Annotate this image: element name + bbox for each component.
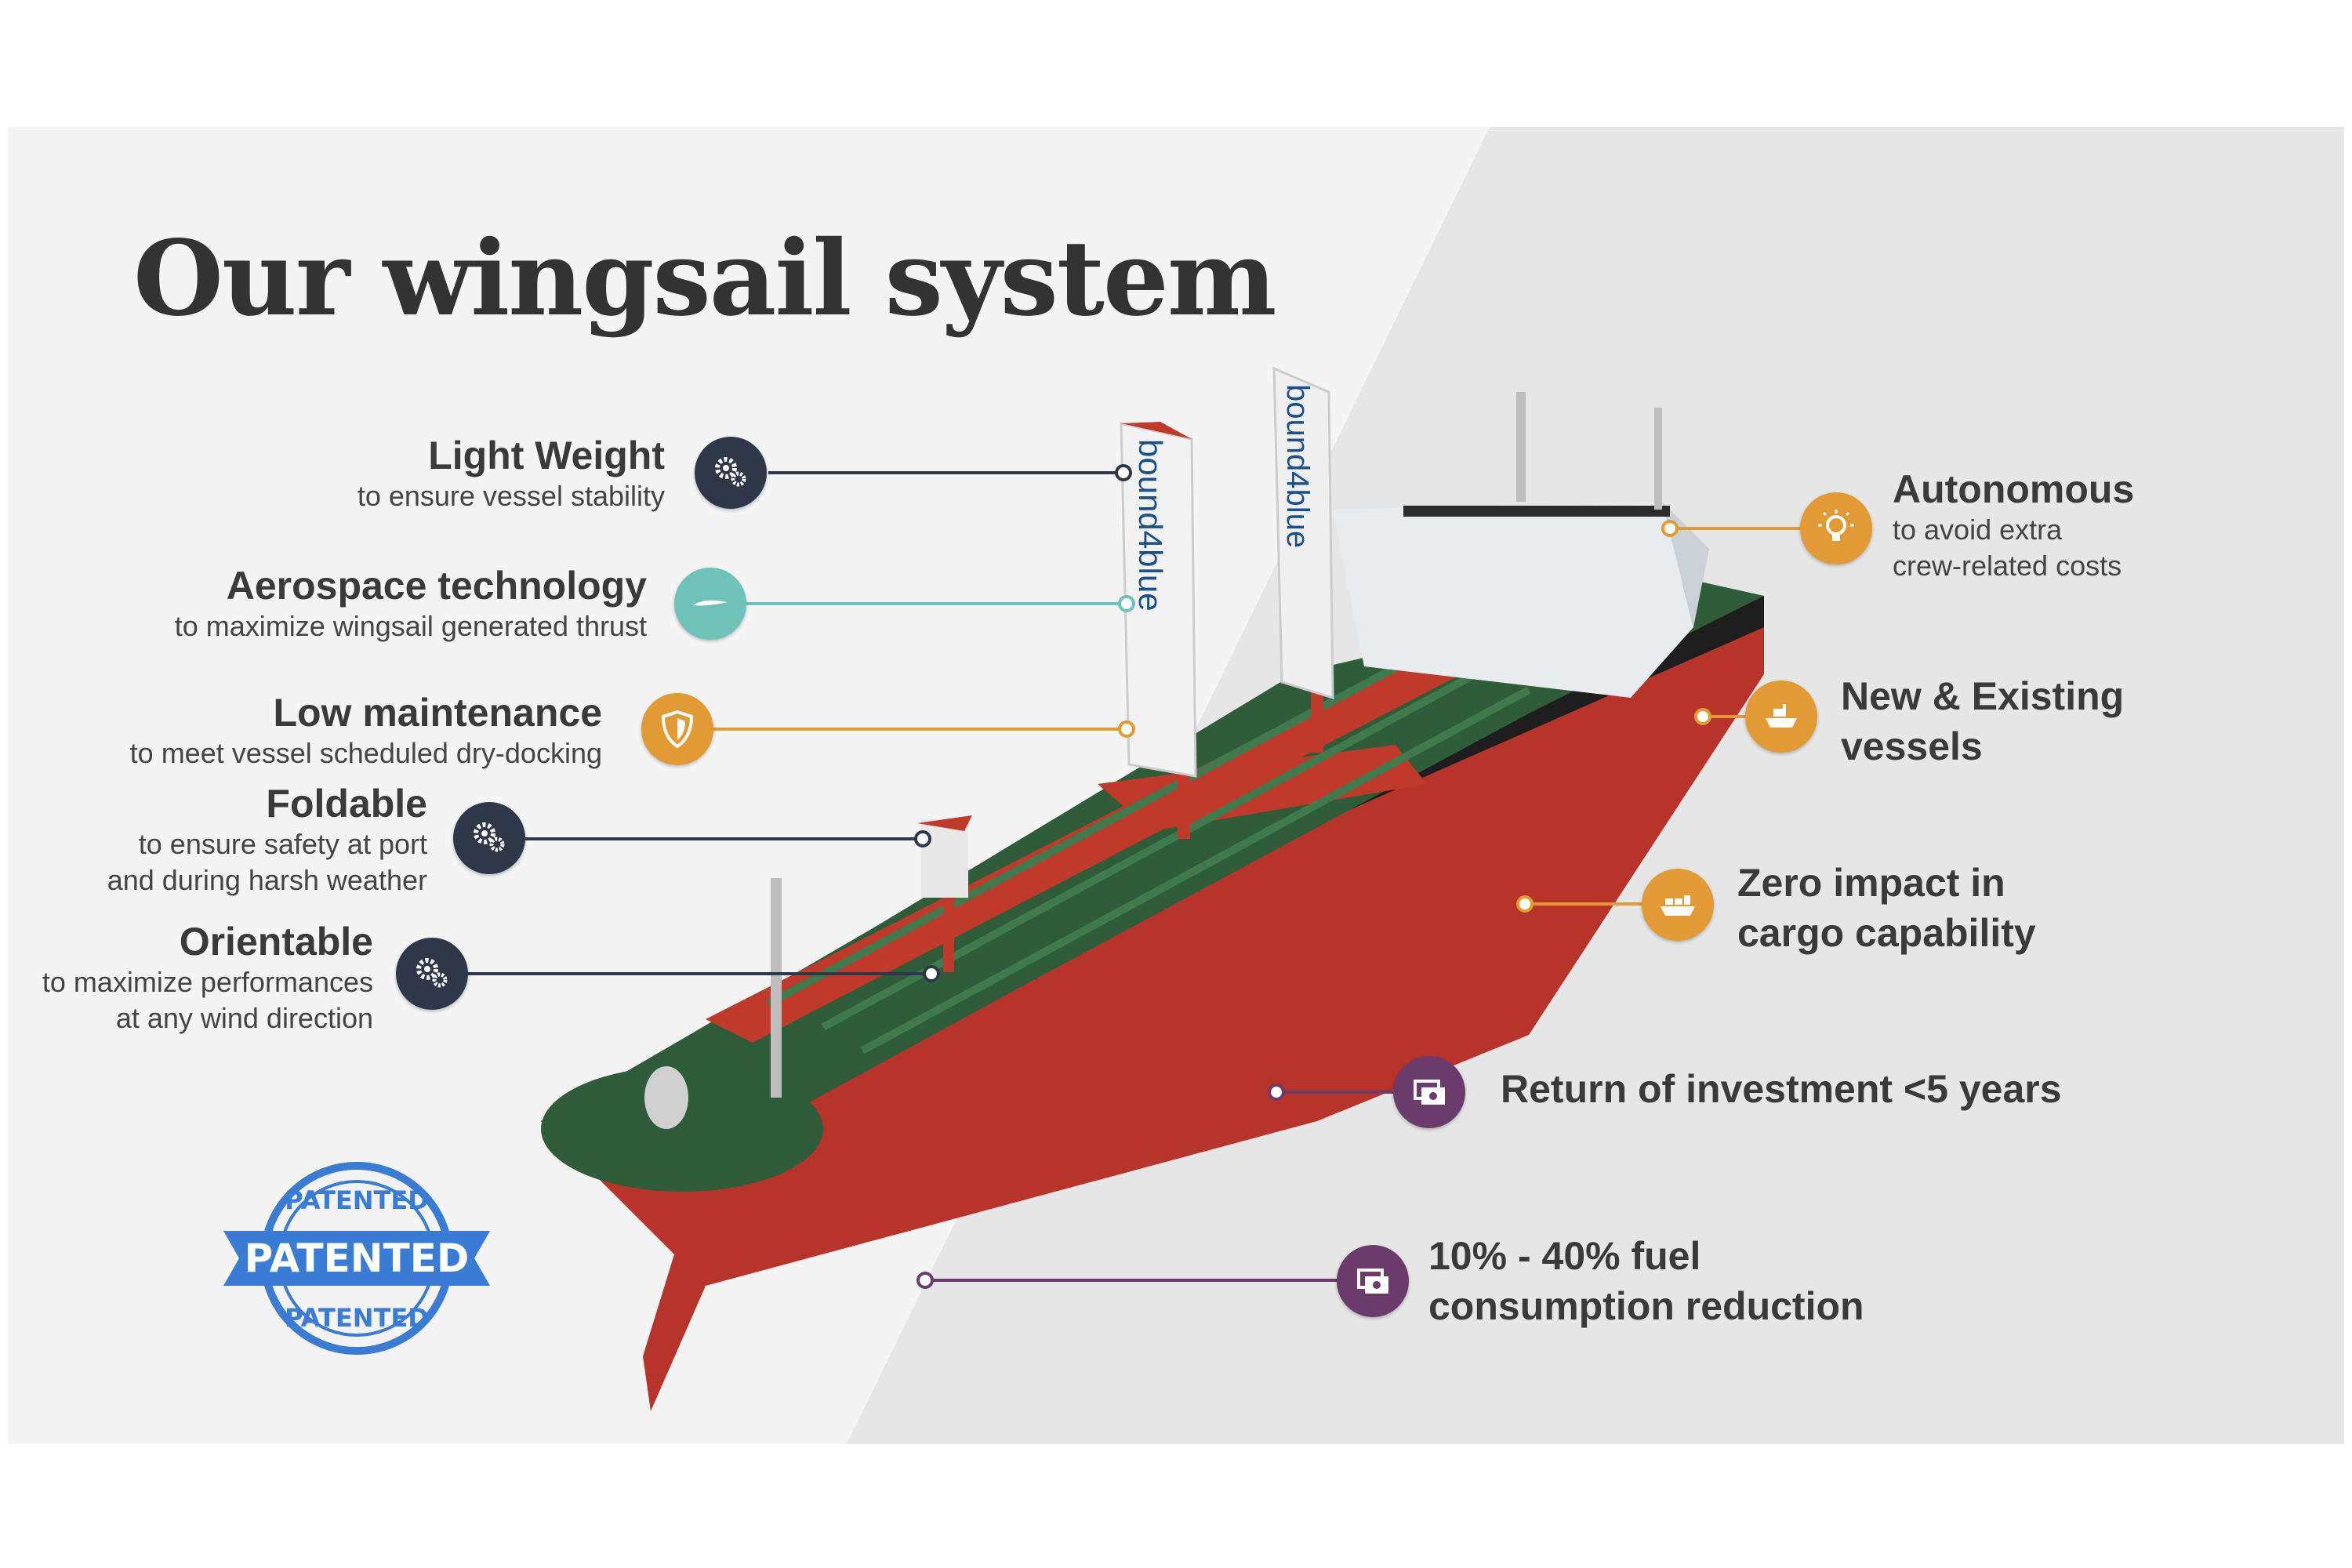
feature-title: Aerospace technology: [226, 564, 647, 608]
gears-icon: [396, 938, 468, 1010]
money-icon: [1337, 1245, 1409, 1317]
superstructure: [1333, 502, 1693, 698]
sail-logo-2: bound4blue: [1280, 384, 1315, 548]
feature-fuel-reduction: 10% - 40% fuel consumption reduction: [1428, 1231, 1864, 1331]
gears-icon: [453, 802, 525, 874]
feature-subtitle: to meet vessel scheduled dry-docking: [129, 737, 602, 769]
feature-return-of-investment: Return of investment <5 years: [1501, 1066, 2062, 1112]
feature-new-existing-vessels: New & Existing vessels: [1841, 671, 2124, 771]
hull-side: [541, 596, 1764, 1411]
wingsail-folded: [917, 815, 972, 972]
feature-title-2: consumption reduction: [1428, 1284, 1864, 1328]
feature-subtitle: to avoid extra: [1893, 514, 2063, 546]
stamp-bottom-text: PATENTED: [285, 1303, 429, 1333]
bridge-windows: [1403, 506, 1670, 517]
page-title: Our wingsail system: [133, 218, 1277, 339]
feature-title: Return of investment <5 years: [1501, 1067, 2062, 1111]
windlass: [644, 1066, 688, 1129]
wingsail-rear: bound4blue: [1272, 366, 1334, 753]
feature-aerospace-technology: Aerospace technology to maximize wingsai…: [175, 563, 647, 644]
money-icon: [1393, 1056, 1465, 1128]
stamp-main-text: PATENTED: [245, 1236, 470, 1281]
feature-title: Low maintenance: [273, 691, 602, 735]
feature-title: Orientable: [179, 920, 373, 964]
feature-low-maintenance: Low maintenance to meet vessel scheduled…: [130, 690, 602, 771]
feature-title: Light Weight: [428, 434, 665, 477]
stamp-top-text: PATENTED: [285, 1185, 429, 1215]
feature-orientable: Orientable to maximize performances at a…: [42, 919, 373, 1036]
feature-subtitle: to maximize performances: [42, 966, 373, 998]
feature-light-weight: Light Weight to ensure vessel stability: [358, 433, 665, 514]
bow-deck: [541, 1066, 823, 1192]
sail-logo: bound4blue: [1132, 439, 1169, 612]
patented-stamp: PATENTED PATENTED PATENTED: [223, 1162, 490, 1355]
feature-title: 10% - 40% fuel: [1428, 1234, 1701, 1278]
feature-zero-impact-cargo: Zero impact in cargo capability: [1737, 858, 2036, 958]
cargo-ship-icon: [1642, 869, 1714, 941]
feature-title: New & Existing: [1841, 674, 2125, 718]
feature-subtitle: to ensure vessel stability: [357, 480, 665, 512]
feature-subtitle: to maximize wingsail generated thrust: [174, 610, 647, 642]
feature-title: Autonomous: [1893, 467, 2135, 511]
airfoil-icon: [674, 568, 746, 640]
lightbulb-icon: [1800, 492, 1872, 564]
feature-title-2: vessels: [1841, 724, 1983, 768]
feature-foldable: Foldable to ensure safety at port and du…: [107, 781, 427, 898]
feature-title: Zero impact in: [1737, 861, 2005, 905]
feature-subtitle-2: and during harsh weather: [107, 864, 427, 896]
shield-icon: [641, 693, 713, 765]
feature-subtitle-2: at any wind direction: [115, 1002, 373, 1034]
wingsail-front: bound4blue: [1120, 422, 1197, 839]
feature-title-2: cargo capability: [1737, 911, 2036, 955]
walkway: [706, 619, 1537, 1043]
feature-autonomous: Autonomous to avoid extra crew-related c…: [1893, 466, 2134, 584]
ship-icon: [1745, 681, 1817, 753]
feature-subtitle: to ensure safety at port: [138, 828, 427, 860]
feature-title: Foldable: [266, 782, 427, 826]
gears-icon: [695, 437, 767, 509]
feature-subtitle-2: crew-related costs: [1893, 550, 2122, 582]
